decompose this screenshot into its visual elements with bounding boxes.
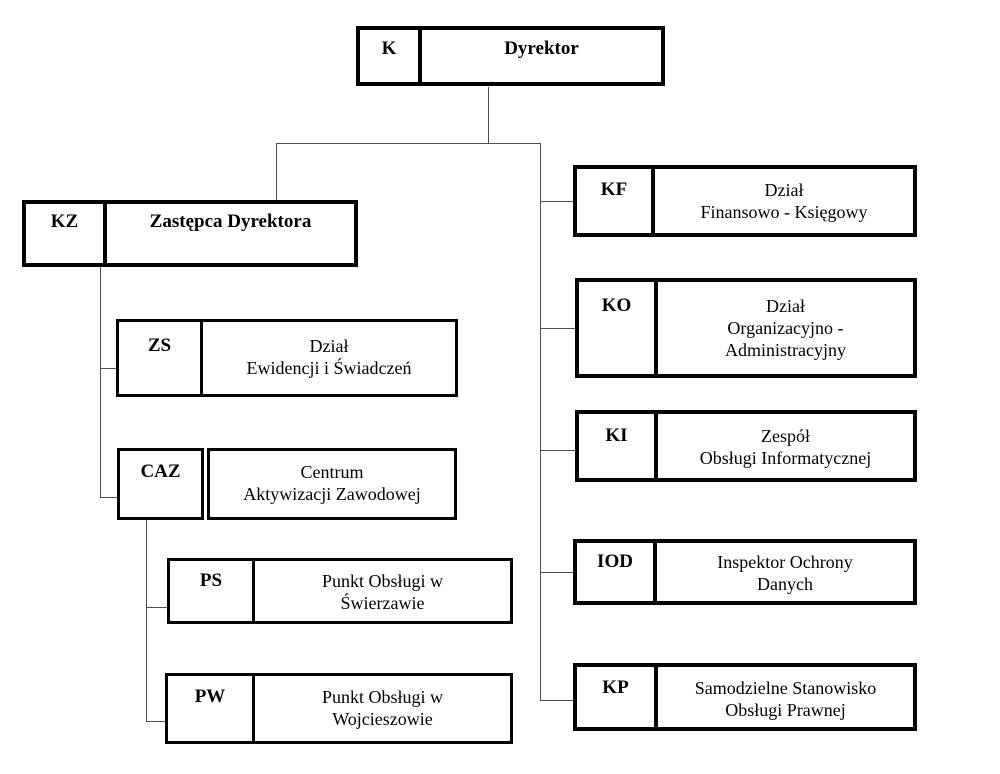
org-node-zastepca-dyrektora: KZ Zastępca Dyrektora xyxy=(22,200,358,267)
connector-dyrektor-drop xyxy=(488,87,489,143)
connector-branch-ki xyxy=(540,450,575,451)
node-code: IOD xyxy=(573,539,657,605)
connector-right-trunk xyxy=(540,143,541,701)
node-name: Inspektor Ochrony Danych xyxy=(653,539,917,605)
org-node-dzial-ewidencji: ZS Dział Ewidencji i Świadczeń xyxy=(116,319,458,397)
connector-top-horizontal xyxy=(276,143,541,144)
org-node-punkt-wojcieszow: PW Punkt Obsługi w Wojcieszowie xyxy=(165,673,513,744)
connector-kz-trunk xyxy=(100,267,101,498)
connector-branch-kf xyxy=(540,201,573,202)
connector-branch-zs xyxy=(100,368,116,369)
node-name: Zespół Obsługi Informatycznej xyxy=(654,410,917,482)
connector-branch-caz xyxy=(100,497,117,498)
connector-caz-trunk xyxy=(146,520,147,722)
node-code: PS xyxy=(167,558,255,624)
connector-kz-drop xyxy=(276,143,277,200)
node-code: PW xyxy=(165,673,255,744)
org-node-stanowisko-obslugi-prawnej: KP Samodzielne Stanowisko Obsługi Prawne… xyxy=(573,663,917,731)
connector-branch-iod xyxy=(540,572,573,573)
org-node-dzial-finansowo-ksiegowy: KF Dział Finansowo - Księgowy xyxy=(573,165,917,237)
node-code: KO xyxy=(575,278,658,378)
node-name: Centrum Aktywizacji Zawodowej xyxy=(207,448,457,520)
node-name: Samodzielne Stanowisko Obsługi Prawnej xyxy=(654,663,917,731)
node-name: Zastępca Dyrektora xyxy=(103,200,358,267)
org-node-inspektor-ochrony-danych: IOD Inspektor Ochrony Danych xyxy=(573,539,917,605)
node-code: CAZ xyxy=(117,448,204,520)
org-node-centrum-aktywizacji: CAZ Centrum Aktywizacji Zawodowej xyxy=(117,448,457,520)
node-name: Dyrektor xyxy=(418,26,665,86)
connector-branch-ps xyxy=(146,607,167,608)
org-node-punkt-swierzawa: PS Punkt Obsługi w Świerzawie xyxy=(167,558,513,624)
node-code: KI xyxy=(575,410,658,482)
org-node-zespol-obslugi-informatycznej: KI Zespół Obsługi Informatycznej xyxy=(575,410,917,482)
org-node-dzial-organizacyjno-administracyjny: KO Dział Organizacyjno - Administracyjny xyxy=(575,278,917,378)
node-code: ZS xyxy=(116,319,203,397)
connector-branch-ko xyxy=(540,328,575,329)
connector-branch-kp xyxy=(540,700,573,701)
node-name: Dział Organizacyjno - Administracyjny xyxy=(654,278,917,378)
org-node-dyrektor: K Dyrektor xyxy=(356,26,665,86)
node-code: KF xyxy=(573,165,655,237)
node-name: Punkt Obsługi w Świerzawie xyxy=(252,558,513,624)
connector-branch-pw xyxy=(146,721,165,722)
node-name: Punkt Obsługi w Wojcieszowie xyxy=(252,673,513,744)
node-code: K xyxy=(356,26,422,86)
node-code: KP xyxy=(573,663,658,731)
node-name: Dział Ewidencji i Świadczeń xyxy=(200,319,458,397)
node-code: KZ xyxy=(22,200,107,267)
node-name: Dział Finansowo - Księgowy xyxy=(651,165,917,237)
